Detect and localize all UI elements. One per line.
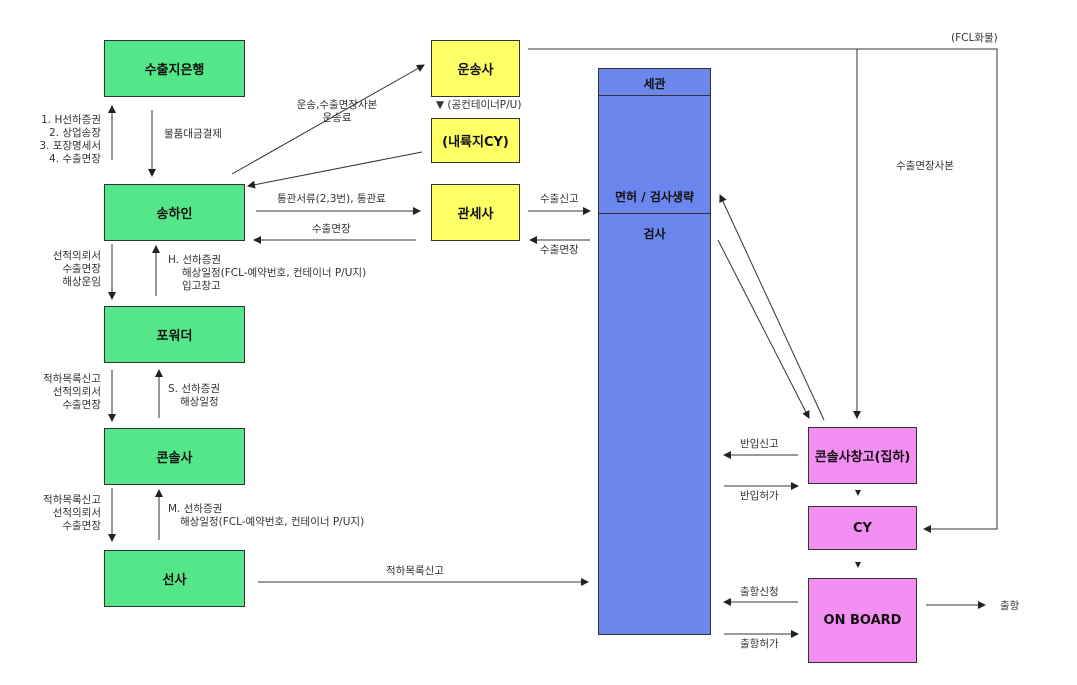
label-consol-to-fwd: S. 선하증권 해상일정 bbox=[168, 383, 220, 409]
label-shipper-to-fwd-3: 해상운임 bbox=[62, 276, 101, 288]
label-consol-to-fwd-2: 해상일정 bbox=[180, 396, 219, 408]
label-consol-to-carrier-3: 수출면장 bbox=[62, 520, 101, 532]
label-consol-to-fwd-1: S. 선하증권 bbox=[168, 383, 220, 395]
arrow-cfs-to-cy bbox=[855, 490, 861, 496]
node-on-board: ON BOARD bbox=[808, 578, 917, 663]
label-consol-to-carrier-2: 선적의뢰서 bbox=[52, 507, 101, 519]
label-fwd-to-shipper-2: 해상일정(FCL-예약번호, 컨테이너 P/U지) bbox=[182, 267, 367, 279]
node-shipper: 송하인 bbox=[104, 184, 245, 241]
node-customs: 세관 면허 / 검사생략 검사 bbox=[598, 68, 711, 635]
arrow-shipper-to-transport bbox=[231, 64, 425, 175]
label-departure: 출항 bbox=[1000, 600, 1020, 612]
label-fwd-to-shipper-1: H. 선하증권 bbox=[168, 254, 222, 266]
label-docs-up-1: 1. H선하증권 bbox=[41, 114, 101, 126]
node-customs-title: 세관 bbox=[643, 77, 666, 91]
label-fcl: (FCL화물) bbox=[951, 32, 998, 44]
node-cy: CY bbox=[808, 506, 917, 550]
label-export-license-copy: 수출면장사본 bbox=[896, 160, 954, 172]
label-transport-docs: 운송,수출면장사본 운송료 bbox=[282, 99, 392, 125]
node-customs-check: 검사 bbox=[643, 227, 666, 241]
arrow-cy-to-onboard bbox=[855, 562, 861, 568]
customs-divider-top bbox=[599, 95, 710, 96]
label-transport-docs-1: 운송,수출면장사본 bbox=[296, 99, 378, 111]
node-inland-cy-label: (내륙지CY) bbox=[442, 135, 509, 150]
node-inland-cy: (내륙지CY) bbox=[431, 118, 520, 163]
label-fwd-to-consol: 적하목록신고 선적의뢰서 수출면장 bbox=[20, 373, 101, 412]
node-transport: 운송사 bbox=[431, 40, 520, 97]
node-customs-broker-label: 관세사 bbox=[457, 207, 494, 222]
node-carrier: 선사 bbox=[104, 550, 245, 607]
label-transport-docs-2: 운송료 bbox=[322, 112, 352, 124]
label-export-license-back: 수출면장 bbox=[312, 223, 351, 235]
arrow-cfs-to-customs bbox=[719, 194, 825, 421]
node-consolidator: 콘솔사 bbox=[104, 428, 245, 485]
label-export-declaration: 수출신고 bbox=[540, 193, 579, 205]
label-departure-request: 출항신청 bbox=[740, 586, 779, 598]
node-carrier-label: 선사 bbox=[162, 573, 187, 588]
label-fwd-to-shipper: H. 선하증권 해상일정(FCL-예약번호, 컨테이너 P/U지) 입고창고 bbox=[168, 254, 366, 293]
node-cfs-label: 콘솔사창고(집하) bbox=[814, 450, 911, 465]
node-transport-label: 운송사 bbox=[457, 63, 494, 78]
node-on-board-label: ON BOARD bbox=[823, 613, 902, 628]
label-docs-up-4: 4. 수출면장 bbox=[49, 153, 101, 165]
node-bank-label: 수출지은행 bbox=[144, 63, 205, 78]
label-shipper-to-fwd-1: 선적의뢰서 bbox=[52, 250, 101, 262]
node-forwarder: 포워더 bbox=[104, 306, 245, 363]
arrow-customs-to-cfs bbox=[717, 239, 810, 419]
node-forwarder-label: 포워더 bbox=[156, 329, 193, 344]
label-departure-permit: 출항허가 bbox=[740, 638, 779, 650]
label-container-pu: ▼ (공컨테이너P/U) bbox=[436, 99, 522, 111]
label-fwd-to-consol-1: 적하목록신고 bbox=[43, 373, 101, 385]
label-fwd-to-consol-2: 선적의뢰서 bbox=[52, 386, 101, 398]
arrow-cy-to-shipper bbox=[247, 151, 423, 189]
node-customs-broker: 관세사 bbox=[431, 184, 520, 241]
label-docs-up-2: 2. 상업송장 bbox=[49, 127, 101, 139]
node-customs-mid: 면허 / 검사생략 bbox=[615, 190, 694, 204]
label-carrier-to-consol-2: 해상일정(FCL-예약번호, 컨테이너 P/U지) bbox=[180, 516, 365, 528]
label-import-permit: 반입허가 bbox=[740, 490, 779, 502]
label-export-license-customs: 수출면장 bbox=[540, 244, 579, 256]
label-docs-up-3: 3. 포장명세서 bbox=[39, 140, 101, 152]
label-consol-to-carrier-1: 적하목록신고 bbox=[43, 494, 101, 506]
label-consol-to-carrier: 적하목록신고 선적의뢰서 수출면장 bbox=[20, 494, 101, 533]
label-carrier-to-consol: M. 선하증권 해상일정(FCL-예약번호, 컨테이너 P/U지) bbox=[168, 503, 364, 529]
customs-divider-mid bbox=[599, 213, 710, 214]
label-carrier-to-consol-1: M. 선하증권 bbox=[168, 503, 223, 515]
label-fwd-to-shipper-3: 입고창고 bbox=[182, 280, 221, 292]
node-bank: 수출지은행 bbox=[104, 40, 245, 97]
node-cy-label: CY bbox=[853, 520, 872, 536]
node-consolidator-label: 콘솔사 bbox=[156, 451, 193, 466]
label-shipper-to-fwd-2: 수출면장 bbox=[62, 263, 101, 275]
label-docs-up: 1. H선하증권 2. 상업송장 3. 포장명세서 4. 수출면장 bbox=[22, 114, 101, 166]
node-shipper-label: 송하인 bbox=[156, 207, 193, 222]
label-payment: 물품대금결제 bbox=[164, 128, 222, 140]
label-shipper-to-fwd: 선적의뢰서 수출면장 해상운임 bbox=[30, 250, 101, 289]
label-fwd-to-consol-3: 수출면장 bbox=[62, 399, 101, 411]
label-manifest: 적하목록신고 bbox=[386, 565, 444, 577]
label-customs-docs: 통관서류(2,3번), 통관료 bbox=[277, 193, 386, 205]
node-cfs: 콘솔사창고(집하) bbox=[808, 427, 917, 484]
label-import-report: 반입신고 bbox=[740, 438, 779, 450]
arrow-fcl-to-cy bbox=[857, 48, 998, 533]
